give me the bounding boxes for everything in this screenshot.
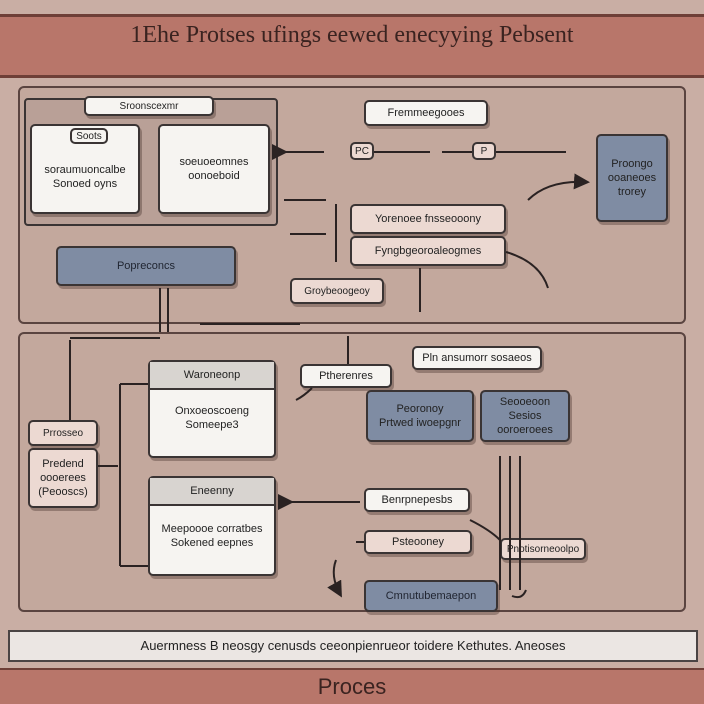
mid-box-1: Yorenoee fnsseooony [350,204,506,234]
card-left: soraumuoncalbe Sonoed oyns [30,124,140,214]
footer-caption: Auermness B neosgy cenusds ceeonpienrueo… [8,630,698,662]
group-header: Sroonscexmr [84,96,214,116]
top-label-box: Fremmeegooes [364,100,488,126]
eneenny-body: Meepoooe corratbes Sokened eepnes [161,523,263,550]
blue-box-right: Seooeoon Sesios ooroeroees [480,390,570,442]
blue-bar-popreconcs: Popreconcs [56,246,236,286]
small-box-pc: PC [350,142,374,160]
bottom-strip [0,668,704,704]
right-blue-box: Proongo ooaneoes trorey [596,134,668,222]
curved-line [295,387,313,401]
card-right: soeuoeomnes oonoeboid [158,124,270,214]
curved-line [511,589,527,599]
curved-line [469,519,501,541]
waroneonp-card: Waroneonp Onxoeoscoeng Someepe3 [148,360,276,458]
waroneonp-body: Onxoeoscoeng Someepe3 [175,405,249,432]
blue-bottom-box: Cmnutubemaepon [364,580,498,612]
pink-box-groyb: Groybeoogeoy [290,278,384,304]
curved-arrow [527,173,590,201]
title-banner [0,14,704,78]
mid-label-box: Ptherenres [300,364,392,388]
center-label-box: Benrpnepesbs [364,488,470,512]
curved-arrow [327,559,342,598]
curved-line [505,251,549,289]
eneenny-header: Eneenny [150,478,274,506]
card-left-tag: Soots [70,128,108,144]
blue-box-left: Peoronoy Prtwed iwoepgnr [366,390,474,442]
diagram-title: 1Ehe Protses ufings eewed enecyying Pebs… [130,22,574,48]
side-body: Predend oooerees (Peooscs) [28,448,98,508]
small-box-p: P [472,142,496,160]
bottom-label: Proces [317,674,387,699]
side-tag: Prrosseo [28,420,98,446]
waroneonp-header: Waroneonp [150,362,274,390]
eneenny-card: Eneenny Meepoooe corratbes Sokened eepne… [148,476,276,576]
top-right-label: Pln ansumorr sosaeos [412,346,542,370]
mid-box-2: Fyngbgeoroaleogmes [350,236,506,266]
pink-center: Psteooney [364,530,472,554]
